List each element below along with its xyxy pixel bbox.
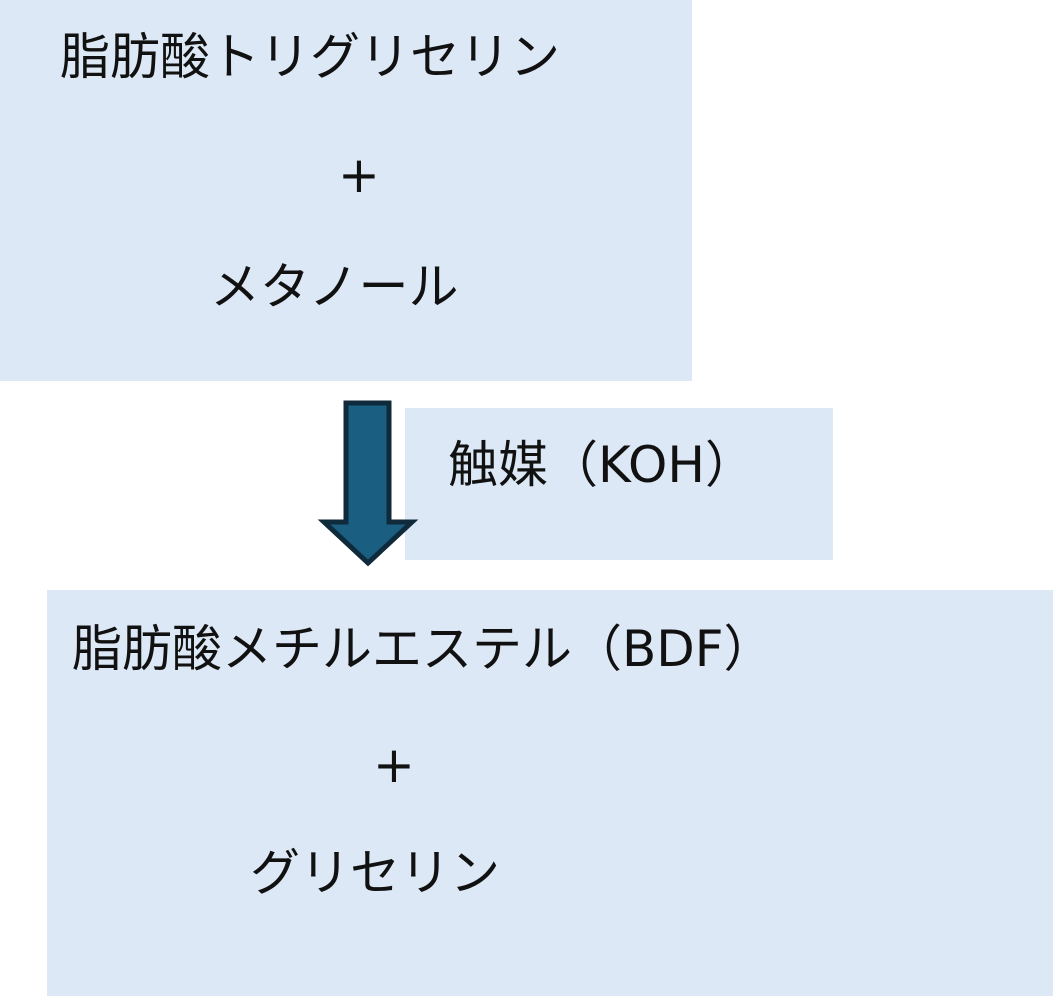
- reactant-methanol: メタノール: [210, 258, 459, 316]
- catalyst-label: 触媒（KOH）: [448, 436, 756, 494]
- catalyst-box: 触媒（KOH）: [405, 408, 833, 560]
- product-bdf: 脂肪酸メチルエステル（BDF）: [72, 620, 774, 678]
- products-box: 脂肪酸メチルエステル（BDF） + グリセリン: [47, 590, 1053, 996]
- reactants-box: 脂肪酸トリグリセリン + メタノール: [0, 0, 692, 381]
- product-glycerin: グリセリン: [250, 844, 500, 902]
- down-arrow-icon: [317, 400, 419, 567]
- reactant-triglyceride: 脂肪酸トリグリセリン: [60, 28, 560, 86]
- product-plus: +: [373, 736, 415, 794]
- reactant-plus: +: [338, 146, 380, 204]
